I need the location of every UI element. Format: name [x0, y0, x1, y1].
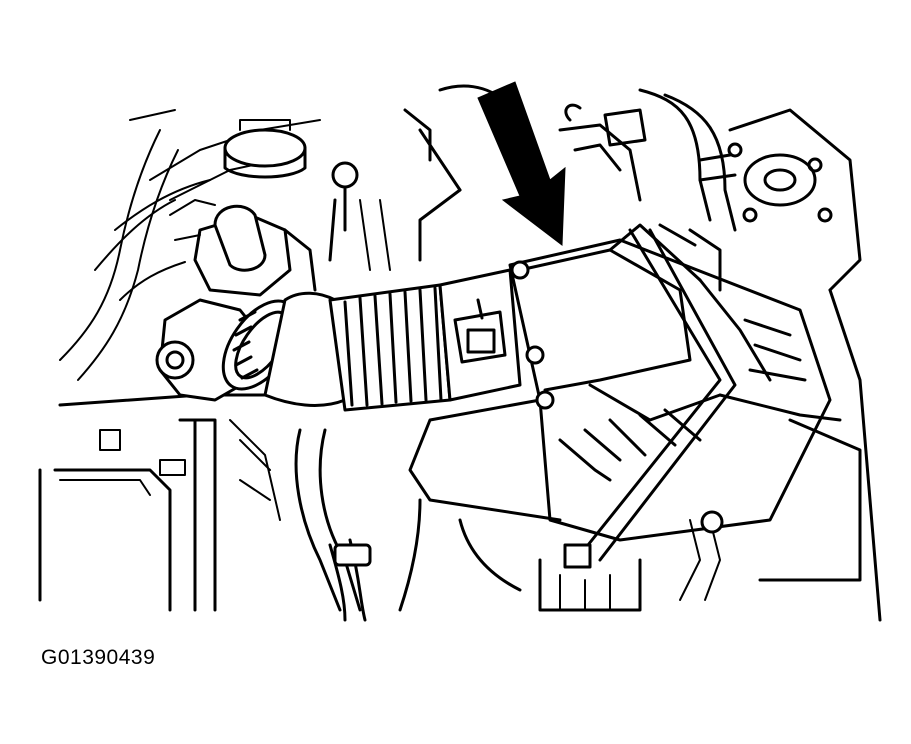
intake-bellows [263, 283, 452, 412]
mass-airflow-sensor [438, 268, 522, 402]
engine-compartment-diagram [38, 81, 882, 622]
right-side-components [403, 84, 882, 622]
reservoir-cap [223, 119, 307, 179]
pointer-arrow [477, 81, 566, 246]
background-components-left [38, 109, 362, 612]
air-cleaner-housing [408, 223, 842, 569]
figure-id-label: G01390439 [41, 646, 156, 669]
dipstick-ring [328, 161, 391, 271]
lower-components [328, 498, 642, 622]
